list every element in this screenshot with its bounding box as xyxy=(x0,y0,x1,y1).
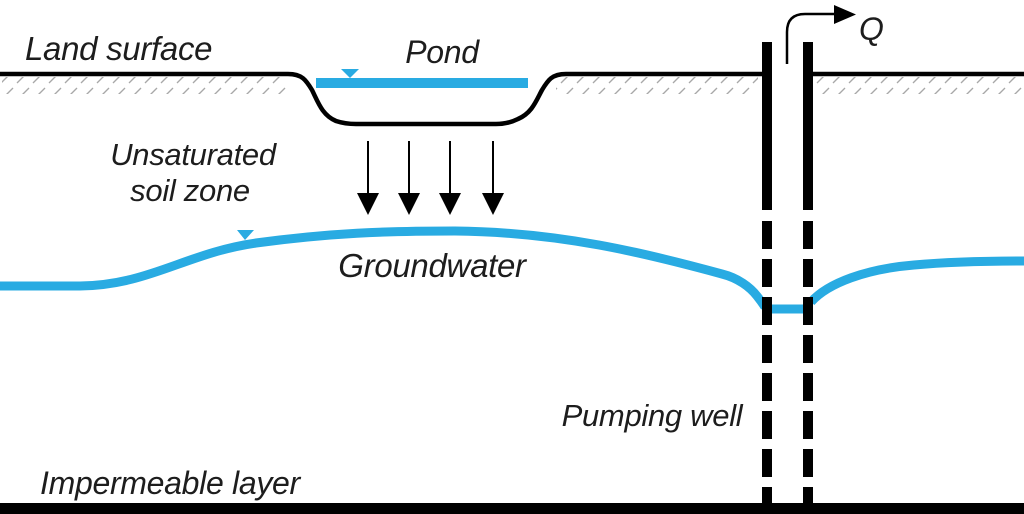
pumping-well-label: Pumping well xyxy=(562,398,744,433)
impermeable-layer-bar xyxy=(0,503,1024,514)
land-surface-label: Land surface xyxy=(25,30,212,67)
water-table-triangle-down-icon xyxy=(237,230,254,240)
discharge-q-label: Q xyxy=(859,11,884,47)
pond-level-triangle-down-icon xyxy=(341,69,359,78)
discharge-arrow-shaft xyxy=(785,12,834,64)
arrow-head xyxy=(398,193,420,215)
discharge-arrow-right-icon xyxy=(785,5,856,64)
arrow-down-icon xyxy=(482,141,504,215)
groundwater-line-left xyxy=(0,226,769,310)
unsaturated-soil-zone-label-line1: Unsaturated xyxy=(110,137,278,172)
arrow-head xyxy=(482,193,504,215)
arrow-down-icon xyxy=(357,141,379,215)
land-surface-line-left xyxy=(0,71,765,127)
hatch-band-left xyxy=(2,77,287,94)
groundwater-line-right xyxy=(807,256,1024,306)
arrow-head xyxy=(357,193,379,215)
arrow-down-icon xyxy=(398,141,420,215)
arrow-down-icon xyxy=(439,141,461,215)
hatch-band-middle xyxy=(556,77,758,94)
infiltration-arrow-down-icons xyxy=(357,141,504,215)
arrow-head xyxy=(439,193,461,215)
discharge-arrow-head xyxy=(834,5,856,24)
soil-hatching xyxy=(2,77,1024,94)
hatch-band-right xyxy=(814,77,1024,94)
pumping-well-structure xyxy=(762,42,813,505)
impermeable-layer-label: Impermeable layer xyxy=(40,465,302,501)
pond-water xyxy=(316,78,528,88)
unsaturated-soil-zone-label-line2: soil zone xyxy=(130,173,250,208)
pond-label: Pond xyxy=(405,34,480,70)
groundwater-label: Groundwater xyxy=(338,247,528,284)
